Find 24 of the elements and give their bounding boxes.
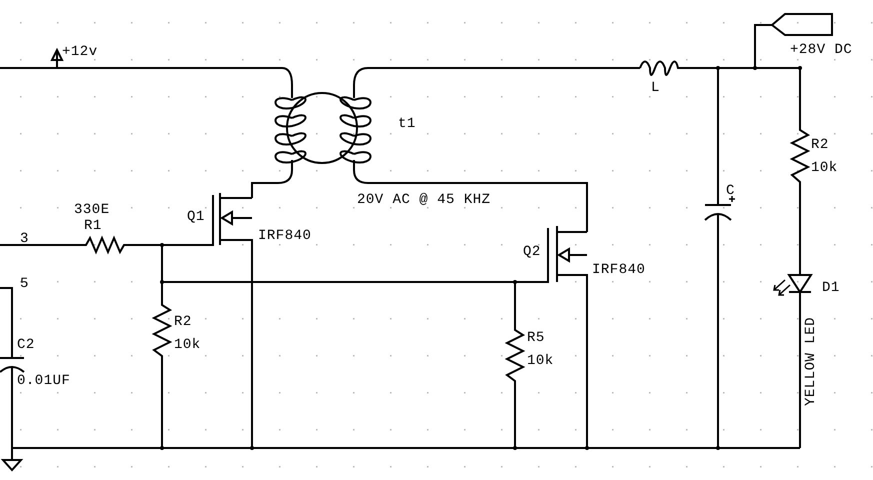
part-label: Q2 — [523, 244, 541, 260]
value-label: 10k — [527, 353, 554, 369]
part-label: C2 — [17, 337, 35, 353]
part-label: IRF840 — [592, 262, 646, 278]
net-label: +12v — [62, 44, 98, 60]
value-label: 10k — [811, 160, 838, 176]
value-label: 10k — [174, 337, 201, 353]
note-text: 20V AC @ 45 KHZ — [357, 192, 491, 208]
part-label: L — [651, 80, 660, 96]
part-label: D1 — [822, 280, 840, 296]
part-label: R2 — [811, 137, 829, 153]
part-label: R1 — [84, 218, 102, 234]
part-label: R2 — [174, 314, 192, 330]
part-label: C — [726, 183, 735, 199]
net-label: +28V DC — [790, 42, 852, 58]
value-label: 0.01UF — [17, 373, 70, 389]
part-label: IRF840 — [258, 228, 312, 244]
pin-label: 5 — [20, 276, 29, 292]
value-label: 330E — [74, 202, 110, 218]
part-label: R5 — [527, 330, 545, 346]
part-label: t1 — [398, 116, 416, 132]
pin-label: 3 — [20, 231, 29, 247]
part-label: Q1 — [187, 209, 205, 225]
part-label: YELLOW LED — [803, 316, 819, 406]
